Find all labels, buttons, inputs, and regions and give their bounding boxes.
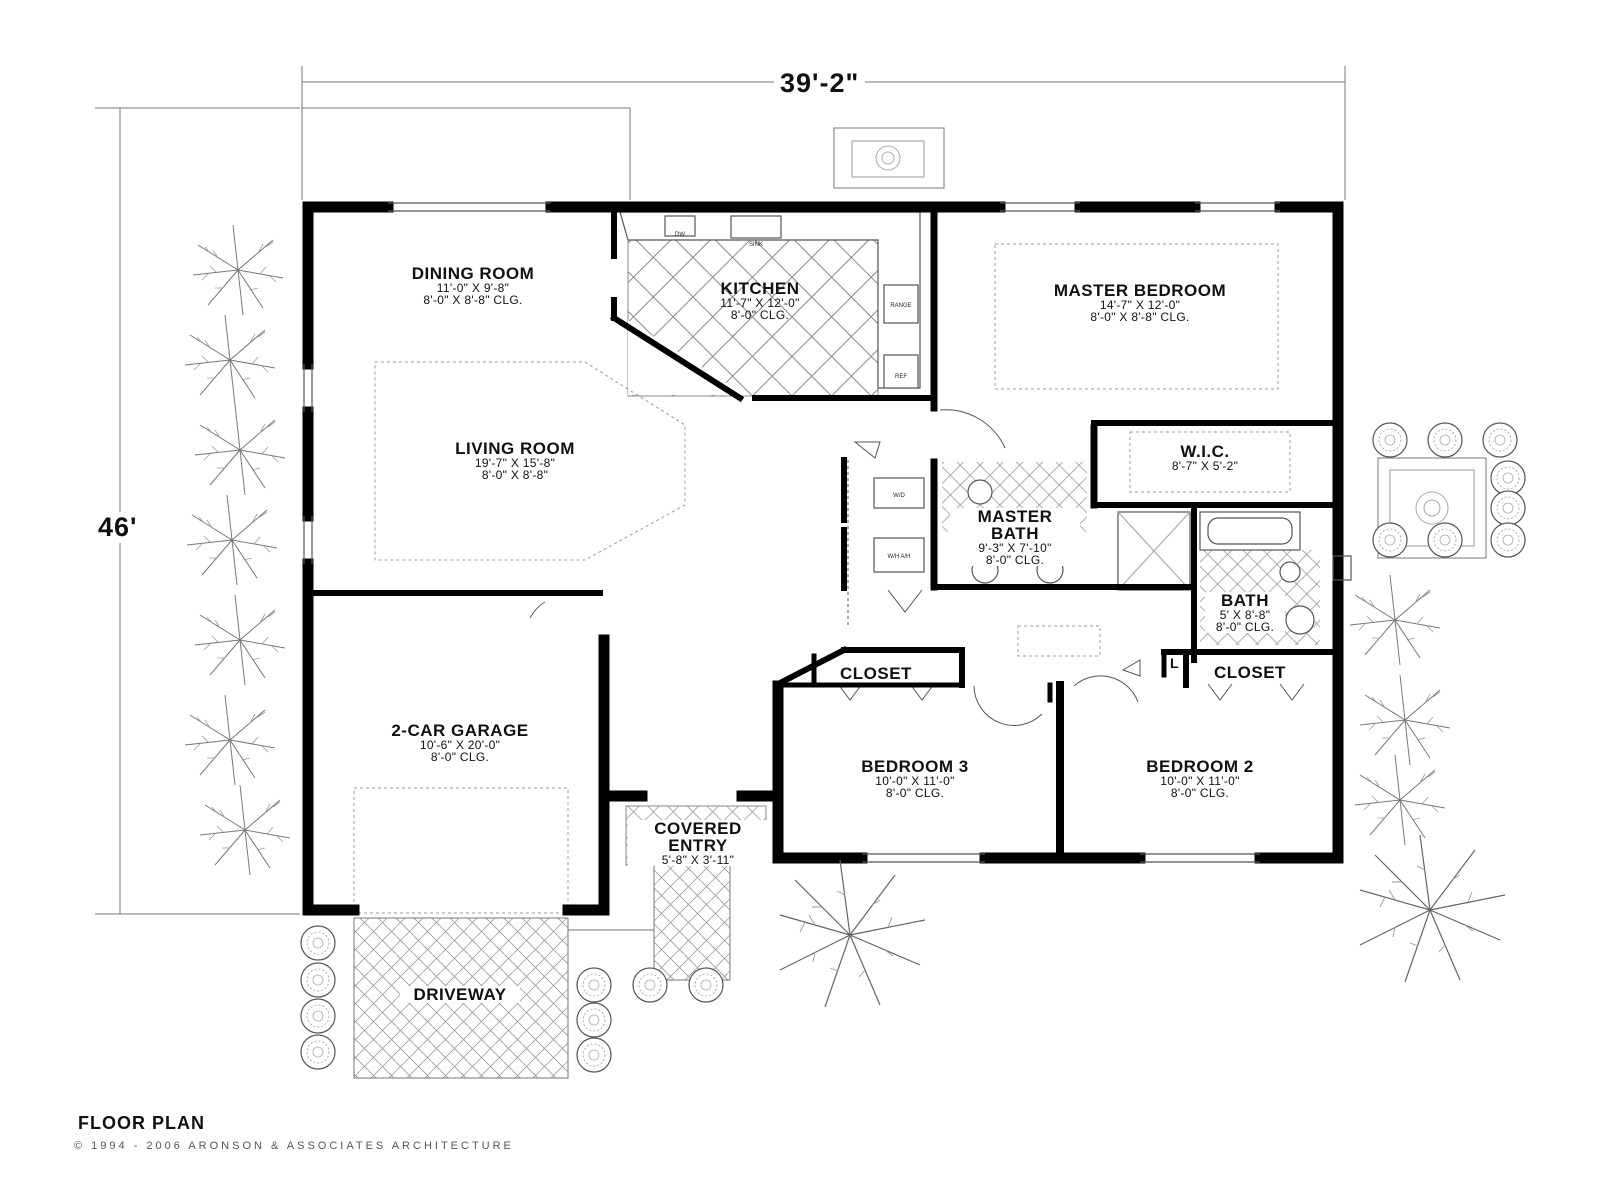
room-master-bath: MASTER BATH 9'-3" X 7'-10" 8'-0" CLG. (950, 508, 1080, 566)
closet-bedroom3-label: CLOSET (840, 664, 912, 683)
room-master-bedroom-clg: 8'-0" X 8'-8" CLG. (1090, 310, 1190, 324)
linen-label: L (1170, 655, 1180, 671)
room-master-bath-size: 9'-3" X 7'-10" (978, 541, 1052, 555)
room-master-bedroom-size: 14'-7" X 12'-0" (1099, 298, 1181, 312)
room-living: LIVING ROOM 19'-7" X 15'-8" 8'-0" X 8'-8… (425, 440, 605, 481)
room-bedroom3-size: 10'-0" X 11'-0" (875, 774, 955, 788)
room-bedroom3-name: BEDROOM 3 (861, 757, 969, 776)
walls (302, 201, 1344, 916)
fixture-wd-label: W/D (893, 493, 905, 499)
fixture-dw-label: DW (675, 232, 685, 238)
room-master-bedroom-name: MASTER BEDROOM (1053, 281, 1227, 300)
room-bedroom2-size: 10'-0" X 11'-0" (1160, 774, 1240, 788)
room-dining: DINING ROOM 11'-0" X 9'-8" 8'-0" X 8'-8"… (383, 265, 563, 306)
room-kitchen-clg: 8'-0" CLG. (730, 308, 790, 322)
room-garage-name: 2-CAR GARAGE (391, 721, 529, 740)
room-dining-name: DINING ROOM (411, 264, 535, 283)
room-garage: 2-CAR GARAGE 10'-6" X 20'-0" 8'-0" CLG. (355, 722, 565, 763)
room-dining-size: 11'-0" X 9'-8" (436, 281, 510, 295)
copyright-text: © 1994 - 2006 ARONSON & ASSOCIATES ARCHI… (74, 1140, 514, 1152)
room-wic-size: 8'-7" X 5'-2" (1171, 459, 1239, 473)
depth-dimension-label: 46' (98, 512, 138, 543)
room-bedroom2-name: BEDROOM 2 (1146, 757, 1254, 776)
room-master-bedroom: MASTER BEDROOM 14'-7" X 12'-0" 8'-0" X 8… (1030, 282, 1250, 323)
room-bath-size: 5' X 8'-8" (1219, 608, 1271, 622)
room-bath-clg: 8'-0" CLG. (1215, 620, 1275, 634)
fixture-sink-label: SINK (749, 242, 763, 248)
driveway-label: DRIVEWAY (400, 986, 520, 1003)
room-covered-entry: COVERED ENTRY 5'-8" X 3'-11" (628, 820, 768, 866)
closet-bedroom2-label: CLOSET (1214, 663, 1286, 682)
room-entry-name-1: COVERED (654, 819, 742, 838)
room-dining-clg: 8'-0" X 8'-8" CLG. (423, 293, 523, 307)
room-living-clg: 8'-0" X 8'-8" (481, 468, 549, 482)
room-bedroom2: BEDROOM 2 10'-0" X 11'-0" 8'-0" CLG. (1110, 758, 1290, 799)
room-living-name: LIVING ROOM (455, 439, 575, 458)
room-bath-name: BATH (1221, 591, 1269, 610)
room-entry-name-2: ENTRY (668, 836, 728, 855)
fixture-range-label: RANGE (890, 303, 911, 309)
room-kitchen: KITCHEN 11'-7" X 12'-0" 8'-0" CLG. (680, 280, 840, 321)
room-bedroom2-clg: 8'-0" CLG. (1170, 786, 1230, 800)
fixture-whtr-label: W/H A/H (887, 554, 910, 560)
room-master-bath-name-2: BATH (991, 524, 1039, 543)
floor-plan-title: FLOOR PLAN (78, 1113, 205, 1133)
room-kitchen-size: 11'-7" X 12'-0" (720, 296, 800, 310)
room-master-bath-clg: 8'-0" CLG. (985, 553, 1045, 567)
room-wic-name: W.I.C. (1180, 442, 1230, 461)
room-living-size: 19'-7" X 15'-8" (474, 456, 556, 470)
room-entry-size: 5'-8" X 3'-11" (661, 853, 735, 867)
room-wic: W.I.C. 8'-7" X 5'-2" (1140, 443, 1270, 472)
room-bedroom3: BEDROOM 3 10'-0" X 11'-0" 8'-0" CLG. (825, 758, 1005, 799)
room-garage-size: 10'-6" X 20'-0" (419, 738, 501, 752)
room-kitchen-name: KITCHEN (720, 279, 800, 298)
room-master-bath-name-1: MASTER (977, 507, 1053, 526)
width-dimension-label: 39'-2" (774, 70, 866, 97)
room-garage-clg: 8'-0" CLG. (430, 750, 490, 764)
room-bath: BATH 5' X 8'-8" 8'-0" CLG. (1205, 592, 1285, 633)
room-bedroom3-clg: 8'-0" CLG. (885, 786, 945, 800)
fixture-ref-label: REF (895, 374, 907, 380)
